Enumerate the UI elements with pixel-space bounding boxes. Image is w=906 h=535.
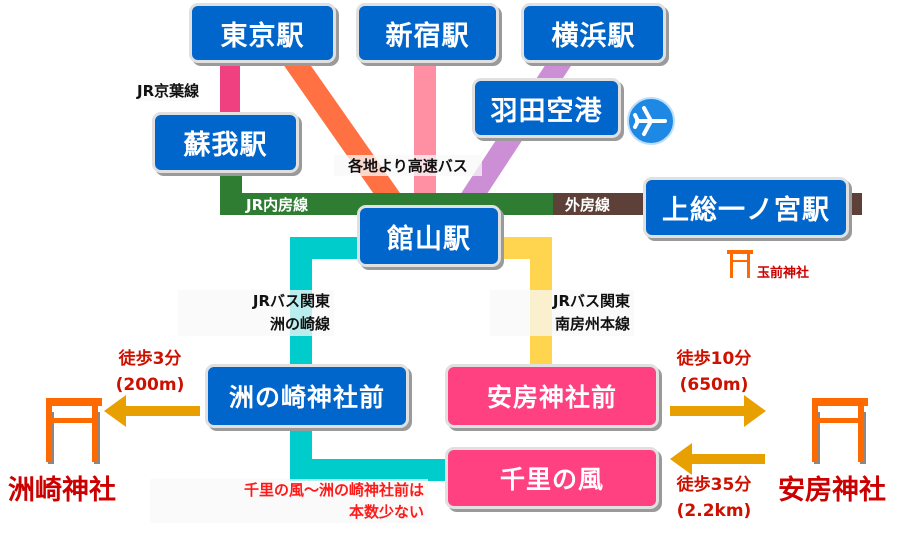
station-tateyama[interactable]: 館山駅 xyxy=(357,205,501,267)
frequency-note-1: 千里の風〜洲の崎神社前は xyxy=(243,481,424,499)
station-shinjuku[interactable]: 新宿駅 xyxy=(356,3,499,63)
torii-icon-awa xyxy=(812,398,868,464)
uchibo-line-label: JR内房線 xyxy=(246,196,309,214)
station-soga[interactable]: 蘇我駅 xyxy=(152,112,299,173)
arrow-from-awa xyxy=(670,443,765,475)
stop-awa-jinja-mae[interactable]: 安房神社前 xyxy=(445,364,659,428)
walk-time: 徒歩3分 xyxy=(118,349,182,369)
sunosaki-line-label-1: JRバス関東 xyxy=(252,292,330,310)
shrine-awa: 安房神社 xyxy=(778,475,886,506)
uchibo-line xyxy=(220,170,553,215)
walk-distance: (200m) xyxy=(115,375,185,395)
sotobo-line-label: 外房線 xyxy=(565,196,611,214)
station-tokyo[interactable]: 東京駅 xyxy=(189,3,336,63)
station-kazusa-ichinomiya[interactable]: 上総一ノ宮駅 xyxy=(643,177,849,238)
frequency-note: 千里の風〜洲の崎神社前は 本数少ない xyxy=(150,479,428,523)
minamiboshu-line-label-1: JRバス関東 xyxy=(552,292,630,310)
walk-time: 徒歩35分 xyxy=(676,475,752,495)
stop-chisato-no-kaze[interactable]: 千里の風 xyxy=(445,447,659,509)
station-haneda[interactable]: 羽田空港 xyxy=(472,78,621,138)
walk-distance: (650m) xyxy=(679,375,749,395)
walk-to-awa: 徒歩10分 (650m) xyxy=(664,346,764,398)
walk-to-sunosaki: 徒歩3分 (200m) xyxy=(100,346,200,398)
walk-from-awa: 徒歩35分 (2.2km) xyxy=(664,472,764,524)
stop-sunosaki-jinja-mae[interactable]: 洲の崎神社前 xyxy=(205,364,409,428)
sunosaki-line-label: JRバス関東 洲の崎線 xyxy=(178,290,334,336)
highway-bus-label: 各地より高速バス xyxy=(334,155,482,176)
shrine-sunosaki: 洲崎神社 xyxy=(8,475,116,506)
shrine-tamasaki: 玉前神社 xyxy=(757,266,810,281)
tokyo-bus-line xyxy=(280,48,412,222)
frequency-note-2: 本数少ない xyxy=(348,503,424,521)
arrow-to-awa xyxy=(670,395,766,427)
sunosaki-bus-line xyxy=(290,237,450,481)
sunosaki-line-label-2: 洲の崎線 xyxy=(269,315,330,333)
arrow-to-sunosaki xyxy=(104,395,200,427)
torii-icon-tamasaki xyxy=(727,250,753,278)
torii-icon-sunosaki xyxy=(46,398,102,464)
airplane-icon xyxy=(627,97,675,145)
walk-distance: (2.2km) xyxy=(676,501,752,521)
station-yokohama[interactable]: 横浜駅 xyxy=(521,3,666,63)
keiyo-line-label: JR京葉線 xyxy=(137,80,200,101)
minamiboshu-line-label-2: 南房州本線 xyxy=(554,315,630,333)
minamiboshu-line-label: JRバス関東 南房州本線 xyxy=(490,290,634,336)
walk-time: 徒歩10分 xyxy=(676,349,752,369)
